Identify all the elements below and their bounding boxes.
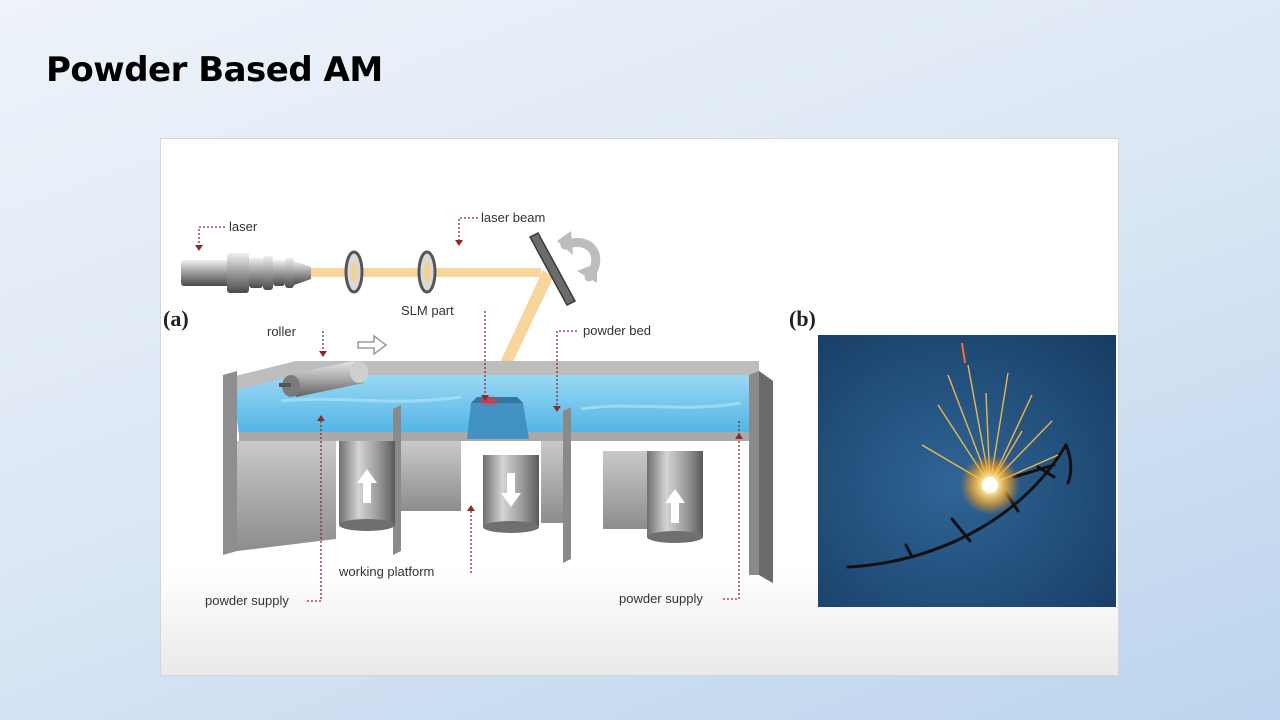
piston-right: [647, 451, 703, 543]
piston-left: [339, 441, 395, 531]
label-powder-supply-right: powder supply: [619, 591, 703, 606]
divider-wall: [563, 407, 571, 563]
laser-melting-photo: [818, 335, 1116, 607]
machine-left-wall: [223, 371, 237, 555]
leader-lines: [198, 217, 740, 602]
melt-spot: [477, 395, 501, 407]
front-panel: [237, 441, 336, 551]
label-powder-bed: powder bed: [583, 323, 651, 338]
panel-a-label: (a): [163, 306, 189, 331]
rotation-arrow-icon: [557, 231, 601, 283]
piston-center: [483, 455, 539, 533]
roller: [279, 361, 368, 397]
laser-head: [181, 253, 311, 293]
slm-part-block: [467, 403, 529, 439]
roller-direction-arrow-icon: [357, 334, 388, 356]
lens: [344, 250, 364, 294]
figure-frame: (a) laser laser beam SLM part roller pow…: [160, 138, 1119, 676]
label-working-platform: working platform: [338, 564, 434, 579]
slide-title: Powder Based AM: [46, 50, 383, 90]
panel-b-label: (b): [789, 306, 816, 331]
label-laser: laser: [229, 219, 258, 234]
label-slm-part: SLM part: [401, 303, 454, 318]
label-roller: roller: [267, 324, 297, 339]
label-laser-beam: laser beam: [481, 210, 545, 225]
label-powder-supply-left: powder supply: [205, 593, 289, 608]
lens: [417, 250, 437, 294]
scan-mirror: [528, 232, 577, 306]
leader-arrowheads: [195, 240, 743, 511]
